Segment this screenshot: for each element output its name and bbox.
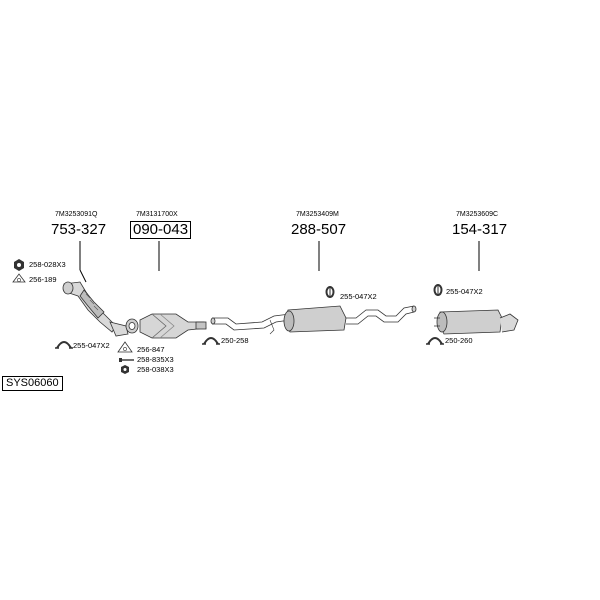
clamp-icon bbox=[426, 337, 444, 345]
rear-silencer-drawing bbox=[434, 309, 519, 335]
oem-number-front-pipe: 7M3253091Q bbox=[55, 211, 98, 218]
accessory-label[interactable]: 250-260 bbox=[445, 336, 473, 345]
part-number-front-pipe[interactable]: 753-327 bbox=[51, 221, 107, 238]
hanger-icon bbox=[433, 284, 443, 296]
clamp-icon bbox=[55, 341, 73, 349]
hanger-icon bbox=[325, 286, 335, 298]
oem-number-rear-silencer: 7M3253609C bbox=[456, 211, 499, 218]
accessory-label[interactable]: 258-028X3 bbox=[29, 260, 66, 269]
part-number-middle-silencer[interactable]: 288-507 bbox=[291, 221, 347, 238]
accessory-label[interactable]: 256-189 bbox=[29, 275, 57, 284]
gasket-icon bbox=[117, 341, 133, 353]
oem-number-catalyst: 7M3131700X bbox=[136, 211, 178, 218]
system-code-badge: SYS06060 bbox=[2, 376, 63, 391]
nut-icon bbox=[14, 259, 24, 271]
catalyst-drawing bbox=[139, 313, 207, 339]
oem-number-middle-silencer: 7M3253409M bbox=[296, 211, 339, 218]
part-number-catalyst[interactable]: 090-043 bbox=[130, 221, 192, 239]
accessory-label[interactable]: 250-258 bbox=[221, 336, 249, 345]
gasket-icon bbox=[12, 273, 26, 283]
accessory-label[interactable]: 258-835X3 bbox=[137, 355, 174, 364]
accessory-label[interactable]: 258-038X3 bbox=[137, 365, 174, 374]
accessory-label[interactable]: 256-847 bbox=[137, 345, 165, 354]
accessory-label[interactable]: 255-047X2 bbox=[446, 287, 483, 296]
part-number-rear-silencer[interactable]: 154-317 bbox=[452, 221, 508, 238]
accessory-label[interactable]: 255-047X2 bbox=[73, 341, 110, 350]
bolt-icon bbox=[119, 358, 134, 362]
front-pipe-drawing bbox=[62, 281, 139, 337]
clamp-icon bbox=[202, 337, 220, 345]
middle-silencer-drawing bbox=[283, 305, 417, 333]
intermediate-pipe-drawing bbox=[210, 313, 291, 335]
accessory-label[interactable]: 255-047X2 bbox=[340, 292, 377, 301]
leader-line-front-pipe-diag bbox=[79, 269, 87, 283]
nut-icon bbox=[121, 365, 129, 374]
